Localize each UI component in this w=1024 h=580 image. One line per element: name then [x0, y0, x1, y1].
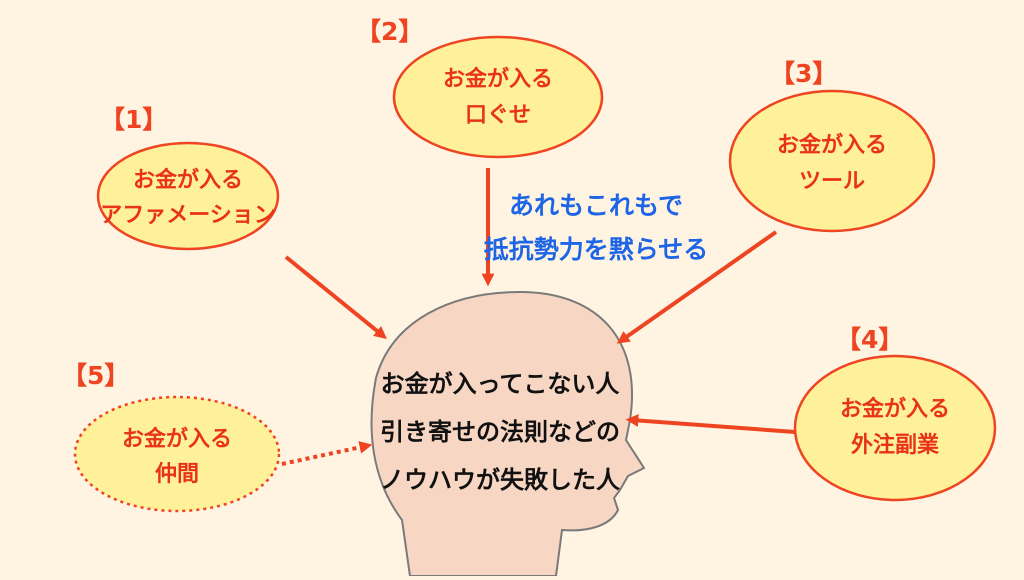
head-silhouette — [370, 290, 646, 577]
item-2-number: 【2】 — [356, 17, 423, 46]
bubble-item-5 — [73, 395, 281, 513]
item-5-number: 【5】 — [62, 361, 129, 390]
center-line-1: お金が入ってこない人 — [381, 370, 620, 398]
item-1-number: 【1】 — [100, 105, 167, 134]
bubble-item-3-line-1: お金が入る — [777, 132, 887, 158]
center-line-3: ノウハウが失敗した人 — [380, 466, 620, 494]
note-line-2: 抵抗勢力を黙らせる — [484, 235, 709, 264]
bubble-item-3-line-2: ツール — [799, 169, 865, 194]
bubble-item-1-line-1: お金が入る — [133, 167, 243, 193]
bubble-item-3 — [728, 89, 936, 233]
center-line-2: 引き寄せの法則などの — [380, 418, 620, 446]
note-line-1: あれもこれもで — [509, 191, 683, 220]
bubble-item-5-line-1: お金が入る — [122, 426, 232, 452]
arrow-item-1 — [284, 255, 387, 340]
bubble-item-5-line-2: 仲間 — [155, 461, 199, 487]
bubble-item-2-line-2: 口ぐせ — [465, 103, 531, 128]
bubble-item-2-line-1: お金が入る — [443, 66, 553, 92]
bubble-item-4-line-1: お金が入る — [840, 396, 950, 422]
item-3-number: 【3】 — [770, 59, 837, 88]
bubble-item-1 — [96, 141, 280, 251]
bubble-item-1-line-2: アファメーション — [100, 203, 276, 228]
arrow-item-4 — [625, 414, 796, 434]
arrow-item-5 — [281, 441, 373, 466]
item-4-number: 【4】 — [836, 325, 903, 354]
bubble-item-4-line-2: 外注副業 — [851, 432, 940, 458]
bubble-item-4 — [793, 354, 997, 502]
arrow-item-3 — [616, 230, 778, 344]
bubble-item-2 — [392, 35, 604, 159]
